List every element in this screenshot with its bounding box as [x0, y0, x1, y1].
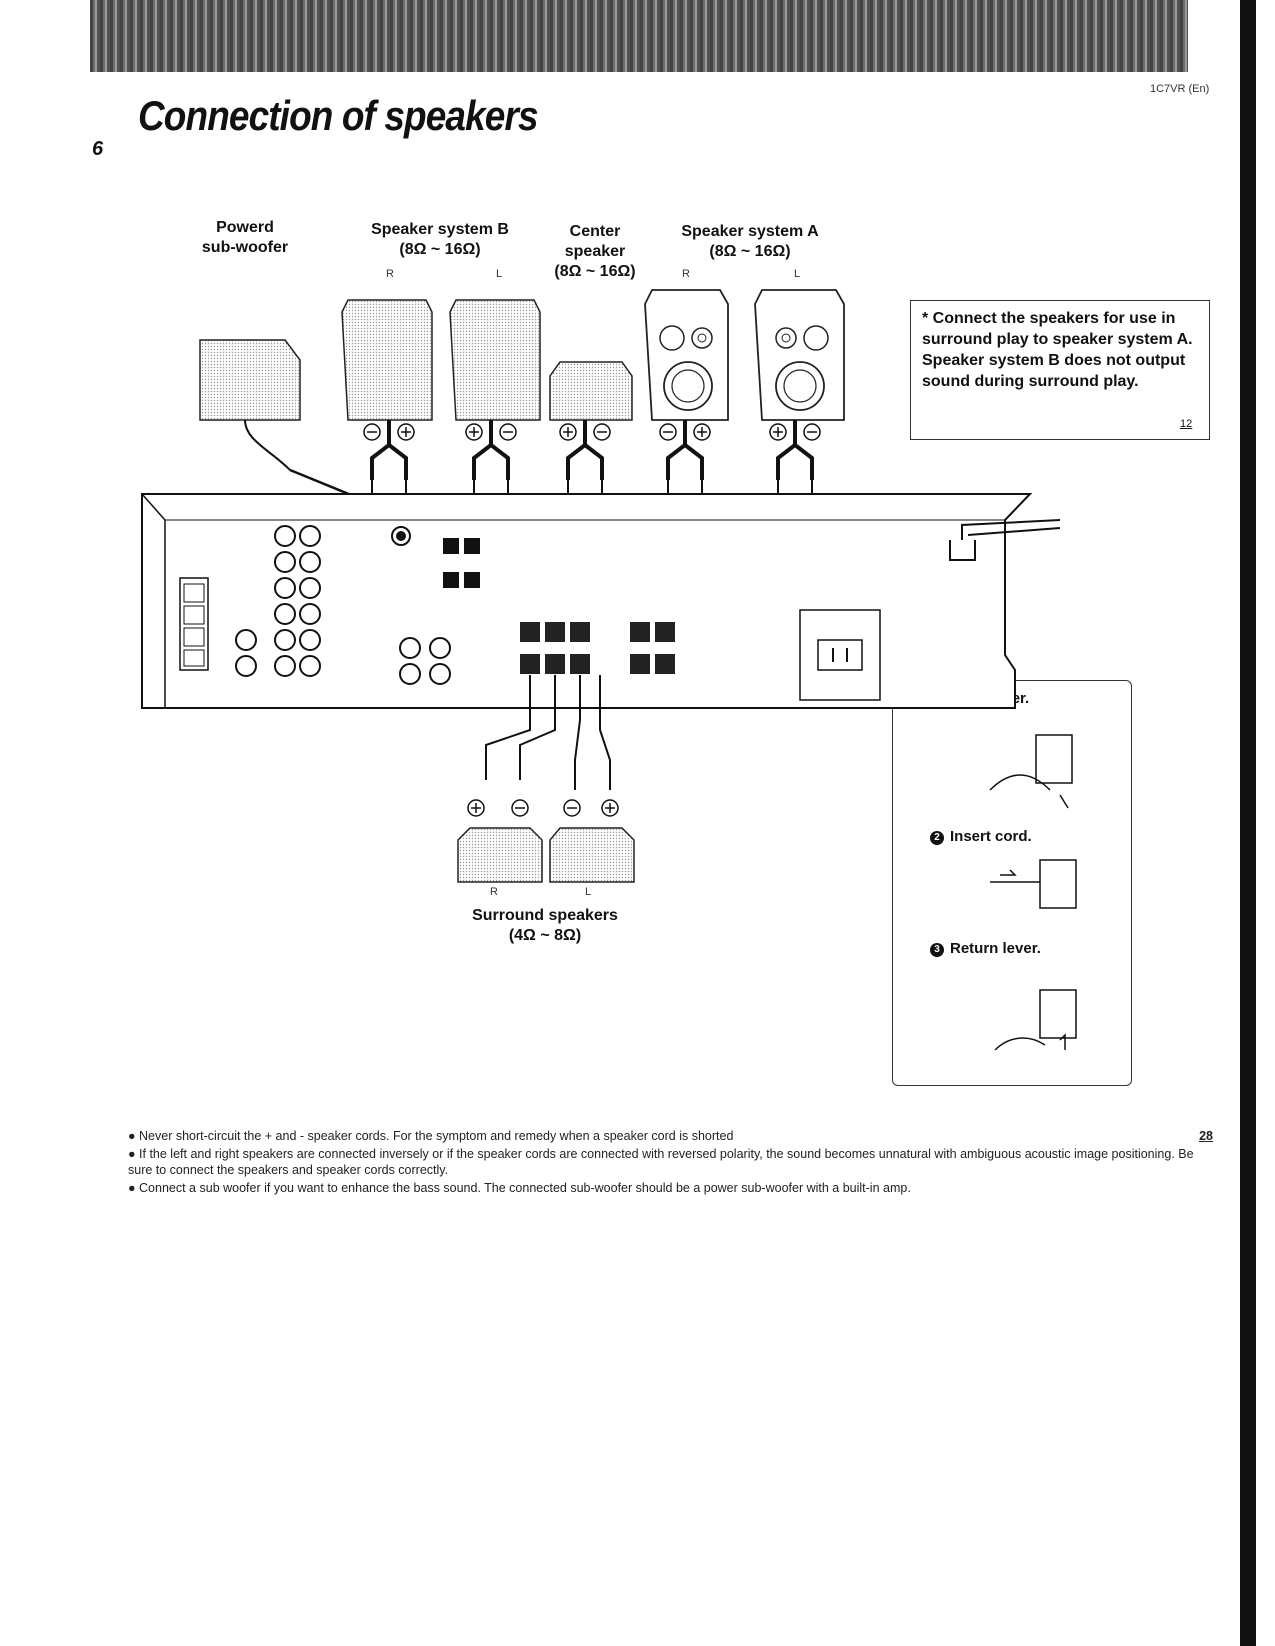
note-short-circuit-ref: 28 [1199, 1129, 1213, 1143]
surround-speakers-label: Surround speakers(4Ω ~ 8Ω) [472, 907, 618, 944]
page-edge-bar [1240, 0, 1256, 1646]
speaker-b-left [449, 299, 541, 421]
note-polarity: ● If the left and right speakers are con… [128, 1147, 1194, 1177]
note-short-circuit: ● Never short-circuit the + and - speake… [128, 1129, 1213, 1143]
surround-plugs [467, 799, 619, 817]
speaker-system-b-label: Speaker system B(8Ω ~ 16Ω) [371, 221, 509, 258]
receiver-rear-panel [141, 493, 1061, 709]
system-b-r-label: R [386, 268, 394, 280]
insert-cord-illustration [990, 859, 1077, 909]
system-a-r-label: R [682, 268, 690, 280]
center-speaker-box [549, 361, 633, 421]
note-page-ref: 12 [1180, 418, 1193, 430]
page-title: Connection of speakers [138, 92, 538, 139]
surround-r-label: R [490, 886, 498, 898]
speaker-notes: ● Never short-circuit the + and - speake… [128, 1128, 1213, 1198]
surround-note-box [910, 300, 1210, 440]
surround-speaker-right [457, 827, 543, 883]
surround-cords [485, 675, 611, 790]
speaker-system-a-label: Speaker system A(8Ω ~ 16Ω) [681, 223, 819, 260]
surround-speaker-left [549, 827, 635, 883]
speaker-a-right [644, 289, 729, 421]
surround-note-text: * Connect the speakers for use in surrou… [922, 310, 1193, 390]
header-decor-band [90, 0, 1188, 72]
speaker-a-left [754, 289, 845, 421]
speaker-cords [370, 420, 814, 480]
surround-l-label: L [585, 886, 592, 898]
system-b-l-label: L [496, 268, 503, 280]
speaker-b-right [341, 299, 433, 421]
return-lever-illustration [994, 989, 1077, 1051]
page-code: 1C7VR (En) [1150, 83, 1210, 95]
speaker-plugs-top [363, 423, 821, 441]
note-subwoofer: ● Connect a sub woofer if you want to en… [128, 1181, 911, 1195]
section-number: 6 [92, 138, 104, 160]
system-a-l-label: L [794, 268, 801, 280]
push-lever-illustration [989, 734, 1073, 809]
